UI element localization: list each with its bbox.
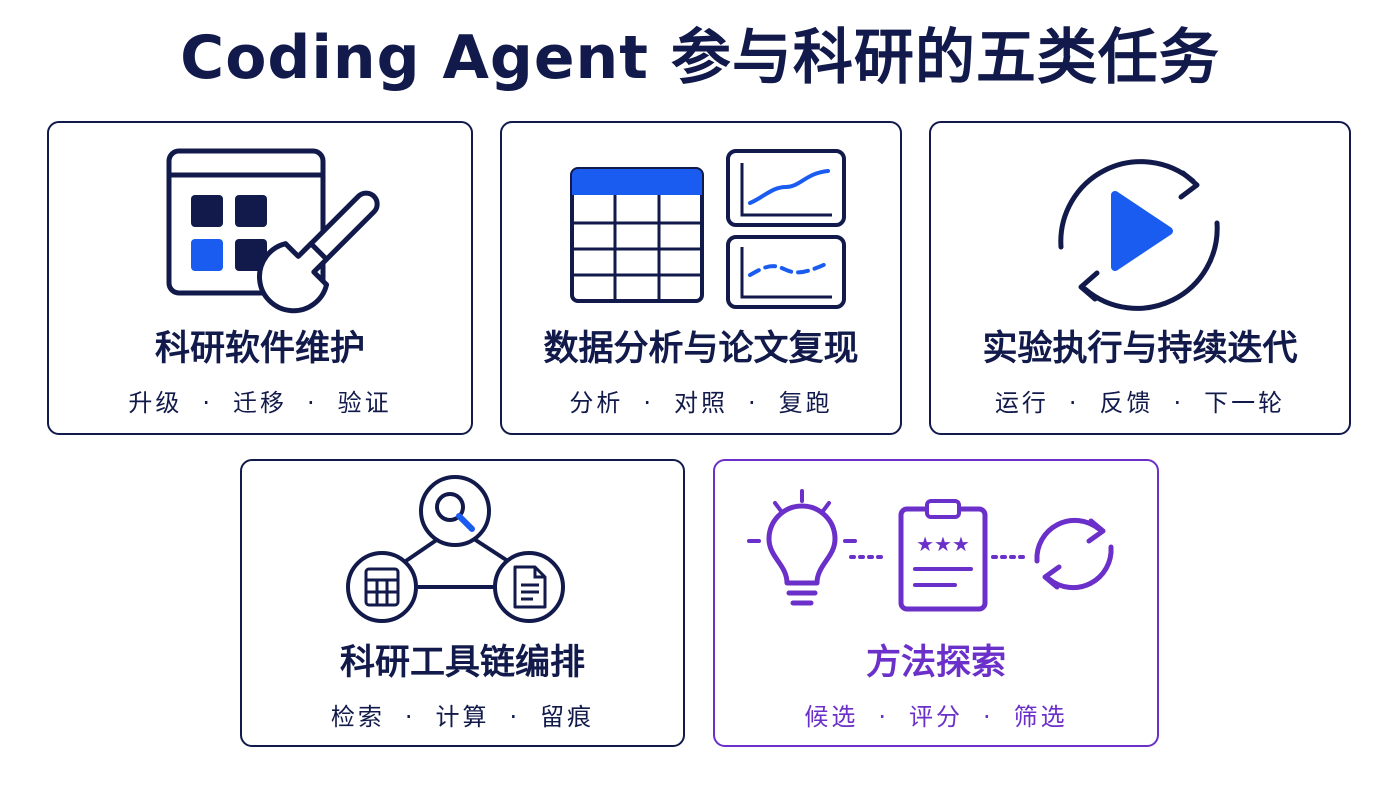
toolchain-network-icon [346,475,565,623]
tag: 复跑 [778,389,833,417]
card-experiment-iteration: 实验执行与持续迭代 运行·反馈·下一轮 [929,121,1351,435]
card-tags: 运行·反馈·下一轮 [994,389,1286,417]
card-software-maintenance: 科研软件维护 升级·迁移·验证 [47,121,473,435]
tag: 候选 [804,703,859,731]
card-method-exploration: ★★★ 方法探索 候选·评分·筛选 [713,459,1159,747]
tag: 评分 [909,703,963,731]
card-title: 科研工具链编排 [339,643,585,683]
tag: 迁移 [233,389,287,417]
table-and-line-charts-icon [570,149,846,309]
card-tags: 升级·迁移·验证 [128,389,392,417]
card-title: 数据分析与论文复现 [543,329,859,369]
card-toolchain-orchestration: 科研工具链编排 检索·计算·留痕 [240,459,685,747]
tag: 筛选 [1013,703,1068,731]
tag: 下一轮 [1204,389,1286,417]
app-grid-wrench-icon [166,148,380,314]
tag: 验证 [337,389,392,417]
card-title: 实验执行与持续迭代 [982,329,1298,369]
tag: 计算 [435,703,490,731]
idea-score-cycle-icon: ★★★ [747,489,1114,612]
card-tags: 分析·对照·复跑 [569,389,833,417]
card-data-analysis: 数据分析与论文复现 分析·对照·复跑 [500,121,902,435]
tag: 分析 [569,389,624,417]
tag: 留痕 [540,703,595,731]
tag: 反馈 [1099,389,1154,417]
tag: 检索 [330,703,385,731]
page-title: Coding Agent 参与科研的五类任务 [180,23,1220,93]
card-title: 方法探索 [865,643,1006,683]
tag: 对照 [674,389,728,417]
tag: 升级 [128,389,183,417]
play-cycle-icon [1058,159,1220,311]
card-title: 科研软件维护 [154,329,365,369]
card-tags: 候选·评分·筛选 [804,703,1068,731]
card-tags: 检索·计算·留痕 [330,703,595,731]
tag: 运行 [994,389,1049,417]
svg-text:★★★: ★★★ [916,532,970,556]
